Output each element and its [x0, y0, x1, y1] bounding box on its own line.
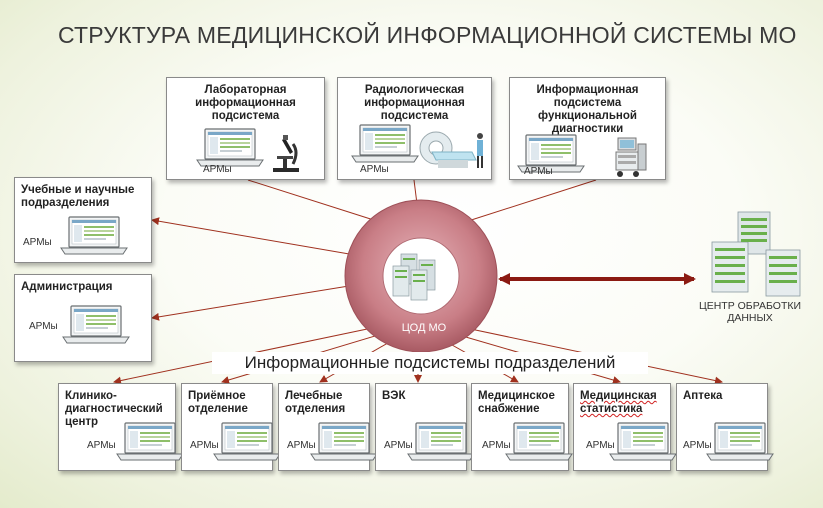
data-center-label-line2: ДАННЫХ [727, 312, 773, 324]
laptop-icon [516, 134, 586, 174]
line-to-administration [151, 284, 356, 321]
box-administration[interactable]: Администрация АРМы [14, 274, 152, 362]
box-title-line: подсистема [553, 97, 622, 109]
cod-label: ЦОД МО [401, 322, 447, 334]
box-medical-supply[interactable]: Медицинское снабжение АРМы [471, 383, 573, 471]
page-title: СТРУКТУРА МЕДИЦИНСКОЙ ИНФОРМАЦИОННОЙ СИС… [58, 22, 797, 48]
box-title: Клинико- диагностический центр [65, 390, 171, 429]
data-center-label-line1: ЦЕНТР ОБРАБОТКИ [698, 300, 802, 312]
box-title-line: Радиологическая [364, 84, 465, 96]
box-title: Лечебные отделения [285, 390, 365, 416]
box-title: Медицинская статистика [580, 390, 666, 416]
line-to-lab [247, 179, 381, 223]
arm-label: АРМы [683, 440, 712, 451]
box-title-line: снабжение [478, 403, 540, 415]
box-vek[interactable]: ВЭК АРМы [375, 383, 475, 471]
box-reception[interactable]: Приёмное отделение АРМы [181, 383, 281, 471]
arm-label: АРМы [29, 321, 58, 332]
box-title-line: Аптека [683, 390, 723, 402]
box-treatment-departments[interactable]: Лечебные отделения АРМы [278, 383, 378, 471]
box-title-line: отделения [285, 403, 346, 415]
box-title-line: Информационная [536, 84, 639, 96]
box-title: Информационная подсистема функциональной… [510, 84, 665, 136]
laptop-icon [608, 422, 678, 462]
box-clinic-diagnostic-center[interactable]: Клинико- диагностический центр АРМы [58, 383, 184, 471]
laptop-icon [705, 422, 775, 462]
arm-label: АРМы [586, 440, 615, 451]
box-title-line: Учебные и научные [21, 184, 135, 196]
box-title-line: Медицинская [580, 390, 657, 402]
departments-caption: Информационные подсистемы подразделений [212, 352, 648, 374]
box-title-line: подсистема [211, 110, 280, 122]
box-functional-diagnostics[interactable]: Информационная подсистема функциональной… [509, 77, 666, 180]
data-center-servers-icon [711, 211, 801, 297]
box-education-science[interactable]: Учебные и научные подразделения АРМы [14, 177, 152, 263]
box-title-line: диагностики [551, 123, 624, 135]
laptop-icon [195, 128, 265, 168]
arm-label: АРМы [482, 440, 511, 451]
box-title: Лабораторная информационная подсистема [167, 84, 324, 123]
microscope-icon [273, 135, 299, 172]
arm-label: АРМы [384, 440, 413, 451]
box-title-line: статистика [580, 403, 643, 415]
box-lab-subsystem[interactable]: Лабораторная информационная подсистема А… [166, 77, 325, 180]
laptop-icon [504, 422, 574, 462]
box-title: Радиологическая информационная подсистем… [338, 84, 491, 123]
box-title-line: Приёмное [188, 390, 246, 402]
scanner-icon [419, 131, 483, 168]
data-center-label: ЦЕНТР ОБРАБОТКИ ДАННЫХ [690, 300, 810, 324]
box-title-line: Клинико- [65, 390, 117, 402]
arm-label: АРМы [23, 237, 52, 248]
box-title: Администрация [21, 281, 147, 294]
box-title-line: диагностический [65, 403, 163, 415]
box-title: Приёмное отделение [188, 390, 268, 416]
arm-label: АРМы [87, 440, 116, 451]
arm-label: АРМы [203, 164, 232, 175]
box-title: ВЭК [382, 390, 462, 403]
box-title-line: Лабораторная [204, 84, 287, 96]
box-title-line: Администрация [21, 281, 113, 293]
box-medical-statistics[interactable]: Медицинская статистика АРМы [573, 383, 677, 471]
arm-label: АРМы [287, 440, 316, 451]
arm-label: АРМы [190, 440, 219, 451]
arm-label: АРМы [524, 166, 553, 177]
line-to-education [151, 217, 356, 256]
box-title-line: информационная [195, 97, 296, 109]
box-title-line: ВЭК [382, 390, 406, 402]
arm-label: АРМы [360, 164, 389, 175]
laptop-icon [406, 422, 476, 462]
box-title-line: подсистема [380, 110, 449, 122]
laptop-icon [59, 216, 129, 256]
server-icon [392, 253, 436, 301]
laptop-icon [212, 422, 282, 462]
box-title: Аптека [683, 390, 763, 403]
box-title: Медицинское снабжение [478, 390, 564, 416]
line-to-functional [464, 179, 597, 223]
laptop-icon [350, 124, 420, 164]
diagnostic-cart-icon [615, 137, 647, 177]
laptop-icon [309, 422, 379, 462]
laptop-icon [115, 422, 185, 462]
laptop-icon [61, 305, 131, 345]
box-title-line: функциональной [538, 110, 637, 122]
box-title: Учебные и научные подразделения [21, 184, 147, 210]
box-pharmacy[interactable]: Аптека АРМы [676, 383, 774, 471]
box-title-line: Медицинское [478, 390, 555, 402]
box-title-line: информационная [364, 97, 465, 109]
box-radiology-subsystem[interactable]: Радиологическая информационная подсистем… [337, 77, 492, 180]
box-title-line: подразделения [21, 197, 110, 209]
box-title-line: Лечебные [285, 390, 343, 402]
box-title-line: центр [65, 416, 99, 428]
box-title-line: отделение [188, 403, 248, 415]
